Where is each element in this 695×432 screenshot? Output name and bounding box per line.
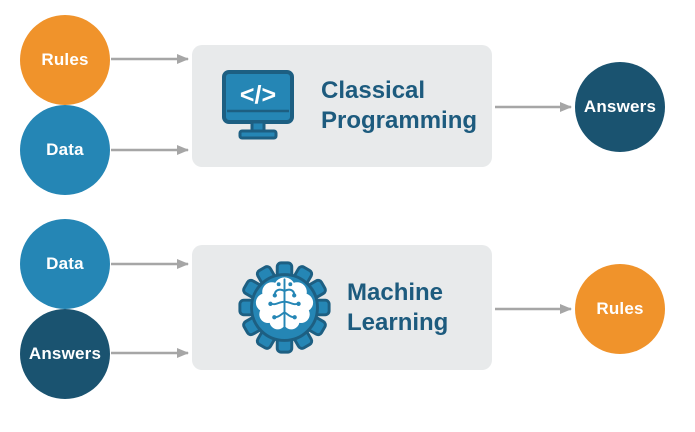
answers-output-label: Answers [583, 97, 657, 116]
rules-input-circle: Rules [20, 15, 110, 105]
svg-text:</>: </> [240, 81, 276, 109]
answers-output-circle: Answers [575, 62, 665, 152]
rules-output-circle: Rules [575, 264, 665, 354]
machine-learning-box: Machine Learning [192, 245, 492, 370]
code-monitor-icon: </> [220, 69, 296, 143]
answers-input-label-ml: Answers [28, 344, 102, 363]
data-input-label-ml: Data [46, 254, 84, 273]
rules-input-label: Rules [41, 50, 89, 69]
data-input-label: Data [46, 140, 84, 159]
classical-programming-box: </> Classical Programming [192, 45, 492, 167]
rules-output-label: Rules [596, 299, 644, 318]
answers-input-circle-ml: Answers [20, 309, 110, 399]
gear-brain-icon [236, 259, 333, 356]
machine-learning-title: Machine Learning [347, 278, 449, 336]
classical-programming-title: Classical Programming [321, 77, 478, 134]
data-input-circle: Data [20, 105, 110, 195]
data-input-circle-ml: Data [20, 219, 110, 309]
